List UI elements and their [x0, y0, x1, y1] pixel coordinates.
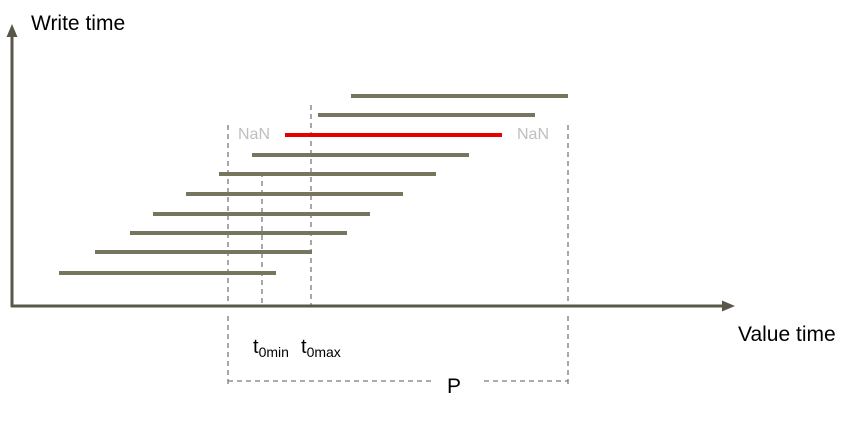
- x-axis-arrowhead: [722, 300, 735, 312]
- y-axis-arrowhead: [6, 24, 18, 37]
- tick-t0min-sub: 0min: [258, 344, 289, 360]
- tick-t0max-base: t: [301, 336, 307, 358]
- tick-t0max-sub: 0max: [306, 344, 341, 360]
- period-label: P: [447, 375, 462, 398]
- x-axis-title: Value time: [738, 323, 836, 346]
- tick-t0min: t0min: [253, 337, 289, 359]
- nan-label-right: NaN: [517, 126, 550, 143]
- tick-t0min-base: t: [253, 336, 259, 358]
- y-axis-title: Write time: [31, 12, 126, 35]
- nan-label-left: NaN: [238, 126, 271, 143]
- tick-t0max: t0max: [301, 337, 341, 359]
